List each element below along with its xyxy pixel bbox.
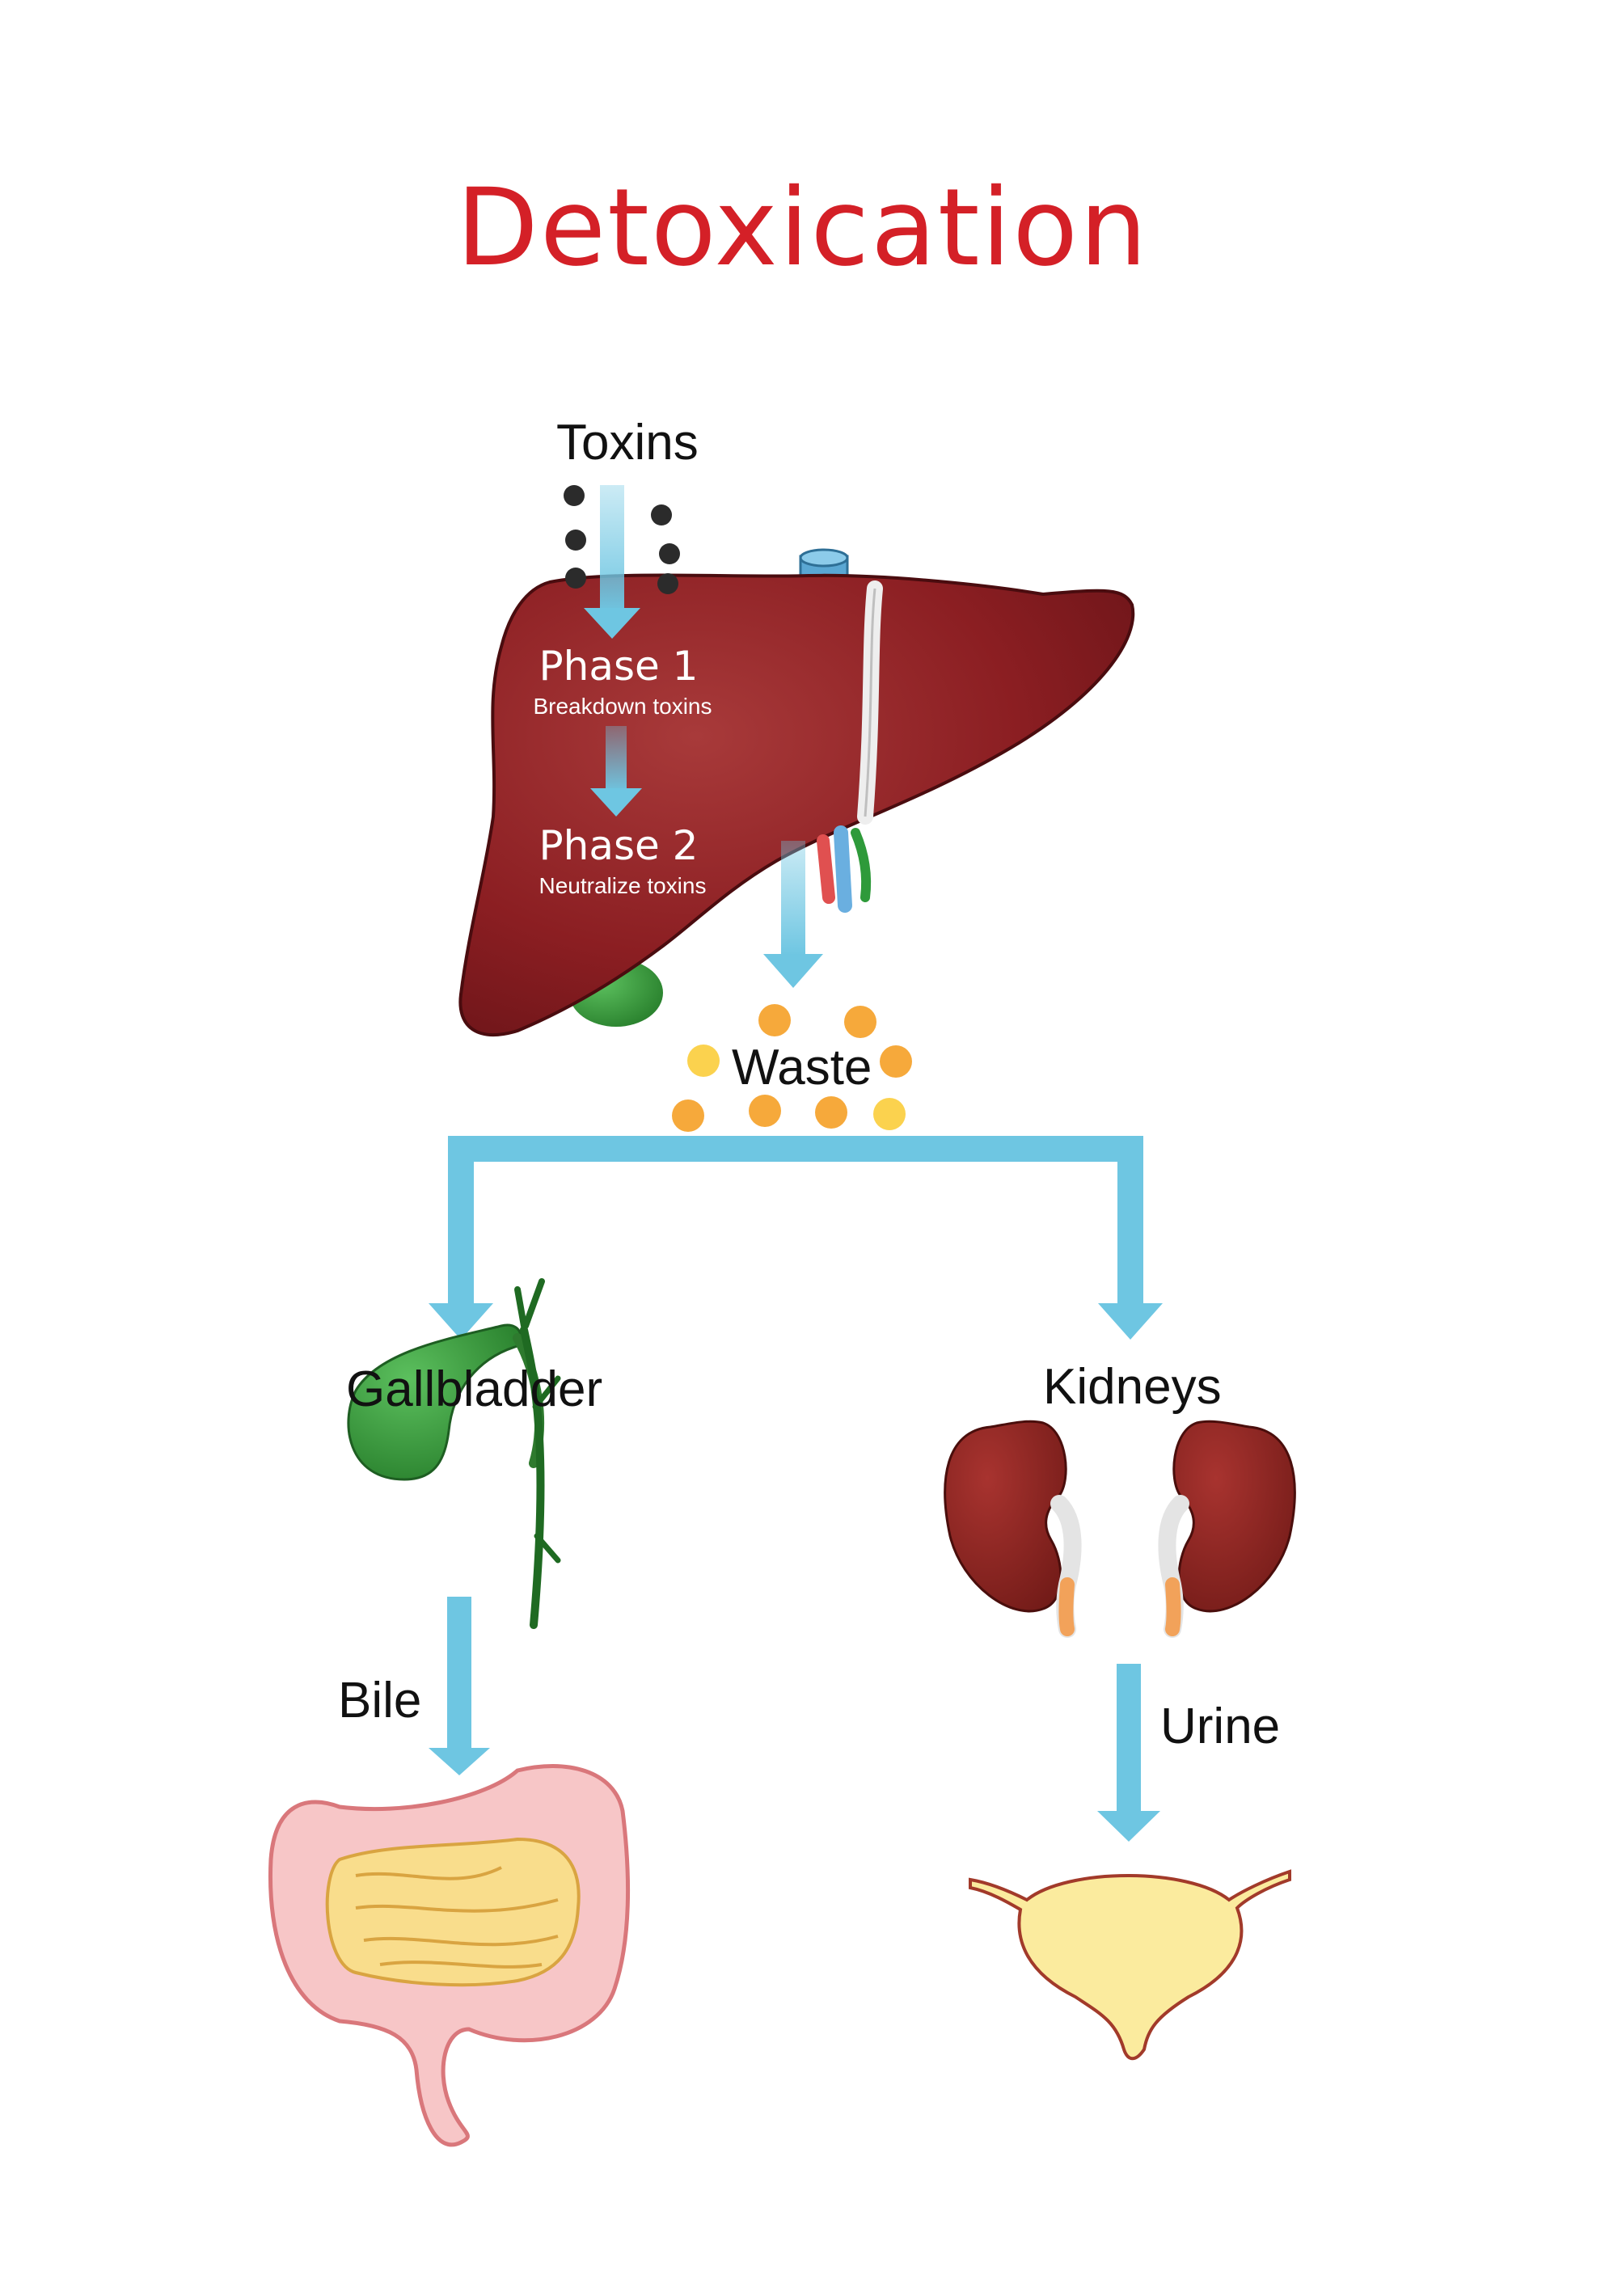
waste-particle-icon bbox=[873, 1098, 906, 1130]
liver-waste-arrow bbox=[763, 841, 823, 988]
waste-particle-icon bbox=[672, 1099, 704, 1132]
toxin-particle-icon bbox=[565, 568, 586, 589]
toxin-particle-icon bbox=[564, 485, 585, 506]
urine-arrow bbox=[1097, 1664, 1160, 1842]
waste-particle-icon bbox=[749, 1095, 781, 1127]
kidneys-label: Kidneys bbox=[1043, 1359, 1222, 1415]
ligament-outline bbox=[864, 588, 876, 817]
gallbladder-arrowhead bbox=[429, 1303, 493, 1340]
waste-particle-icon bbox=[758, 1004, 791, 1036]
liver-icon bbox=[458, 573, 1135, 1036]
phase2-label: Phase 2 bbox=[539, 822, 699, 869]
toxin-particle-icon bbox=[565, 530, 586, 551]
bile-label: Bile bbox=[338, 1673, 422, 1728]
kidneys-icon bbox=[944, 1420, 1296, 1638]
waste-particle-icon bbox=[844, 1006, 876, 1038]
phase-arrow bbox=[590, 726, 642, 817]
phase2-description: Neutralize toxins bbox=[539, 873, 707, 898]
hepatic-vessels-icon bbox=[817, 825, 872, 913]
toxins-label: Toxins bbox=[556, 415, 699, 471]
branch-arrows bbox=[429, 1136, 1163, 1340]
toxins-arrow bbox=[584, 485, 640, 639]
gallbladder-label: Gallbladder bbox=[346, 1361, 603, 1417]
kidneys-arrowhead bbox=[1098, 1303, 1163, 1340]
bladder-icon bbox=[969, 1869, 1291, 2061]
toxin-particle-icon bbox=[651, 504, 672, 525]
phase1-label: Phase 1 bbox=[539, 643, 699, 690]
urine-label: Urine bbox=[1160, 1699, 1281, 1754]
phase1-description: Breakdown toxins bbox=[533, 694, 712, 719]
waste-label: Waste bbox=[732, 1040, 872, 1095]
intestines-icon bbox=[268, 1764, 631, 2147]
waste-particle-icon bbox=[880, 1045, 912, 1078]
waste-particle-icon bbox=[815, 1096, 847, 1129]
waste-particles bbox=[672, 1004, 912, 1132]
toxin-particles bbox=[564, 485, 680, 594]
right-kidney-icon bbox=[1172, 1420, 1296, 1613]
left-kidney-icon bbox=[944, 1420, 1067, 1613]
page-title: Detoxication bbox=[456, 166, 1149, 290]
toxin-particle-icon bbox=[659, 543, 680, 564]
gallbladder-icon bbox=[347, 1278, 561, 1629]
bile-arrow bbox=[429, 1597, 490, 1775]
toxin-particle-icon bbox=[657, 573, 678, 594]
waste-particle-icon bbox=[687, 1045, 720, 1077]
